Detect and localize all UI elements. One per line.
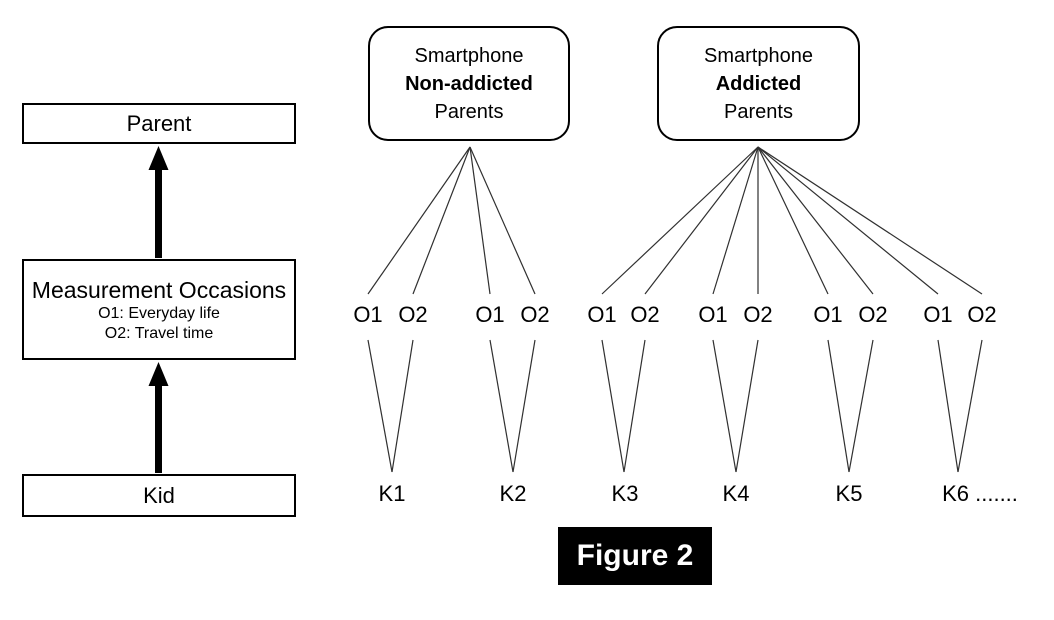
occasion-label-o1-k2: O1	[475, 302, 505, 327]
figure-caption-text: Figure 2	[576, 539, 694, 572]
kid-label-k1: K1	[378, 481, 406, 506]
figure-caption: Figure 2	[558, 527, 712, 585]
kid-label-k3: K3	[611, 481, 639, 506]
parent-box-label: Parent	[126, 110, 192, 136]
group-line-3: Parents	[434, 100, 504, 123]
kid-label-k6: K6 .......	[942, 481, 1018, 506]
group-line-1: Smartphone	[414, 44, 524, 67]
occasion-1-description: O1: Everyday life	[98, 304, 220, 322]
kid-box: Kid	[22, 474, 296, 517]
occasion-label-o1-k1: O1	[353, 302, 383, 327]
addicted-parents-box: Smartphone Addicted Parents	[657, 26, 860, 141]
occasion-label-o1-k5: O1	[813, 302, 843, 327]
occasion-label-o2-k3: O2	[630, 302, 660, 327]
group-line-2: Addicted	[715, 72, 802, 95]
kid-box-label: Kid	[143, 482, 175, 508]
arrow-kid-to-measurement	[148, 362, 169, 473]
fan-addicted	[601, 146, 983, 295]
occasion-2-description: O2: Travel time	[104, 324, 214, 342]
non-addicted-parents-box: Smartphone Non-addicted Parents	[368, 26, 570, 141]
occasion-label-o2-k2: O2	[520, 302, 550, 327]
occasion-label-o1-k6: O1	[923, 302, 953, 327]
group-line-2: Non-addicted	[405, 72, 533, 95]
occasion-label-o1-k3: O1	[587, 302, 617, 327]
occasion-label-o2-k1: O2	[398, 302, 428, 327]
occasion-label-o2-k6: O2	[967, 302, 997, 327]
kid-label-k5: K5	[835, 481, 863, 506]
group-line-1: Smartphone	[704, 44, 813, 67]
occasion-to-kid-lines	[367, 339, 983, 473]
occasion-label-o1-k4: O1	[698, 302, 728, 327]
parent-box: Parent	[22, 103, 296, 144]
arrow-measurement-to-parent	[148, 146, 169, 258]
measurement-occasions-box: Measurement Occasions O1: Everyday life …	[22, 259, 296, 360]
measurement-occasions-title: Measurement Occasions	[31, 276, 287, 303]
kid-label-k4: K4	[722, 481, 750, 506]
kid-label-k2: K2	[499, 481, 527, 506]
fan-non-addicted	[367, 146, 536, 295]
occasion-label-o2-k4: O2	[743, 302, 773, 327]
group-line-3: Parents	[724, 100, 793, 123]
occasion-label-o2-k5: O2	[858, 302, 888, 327]
